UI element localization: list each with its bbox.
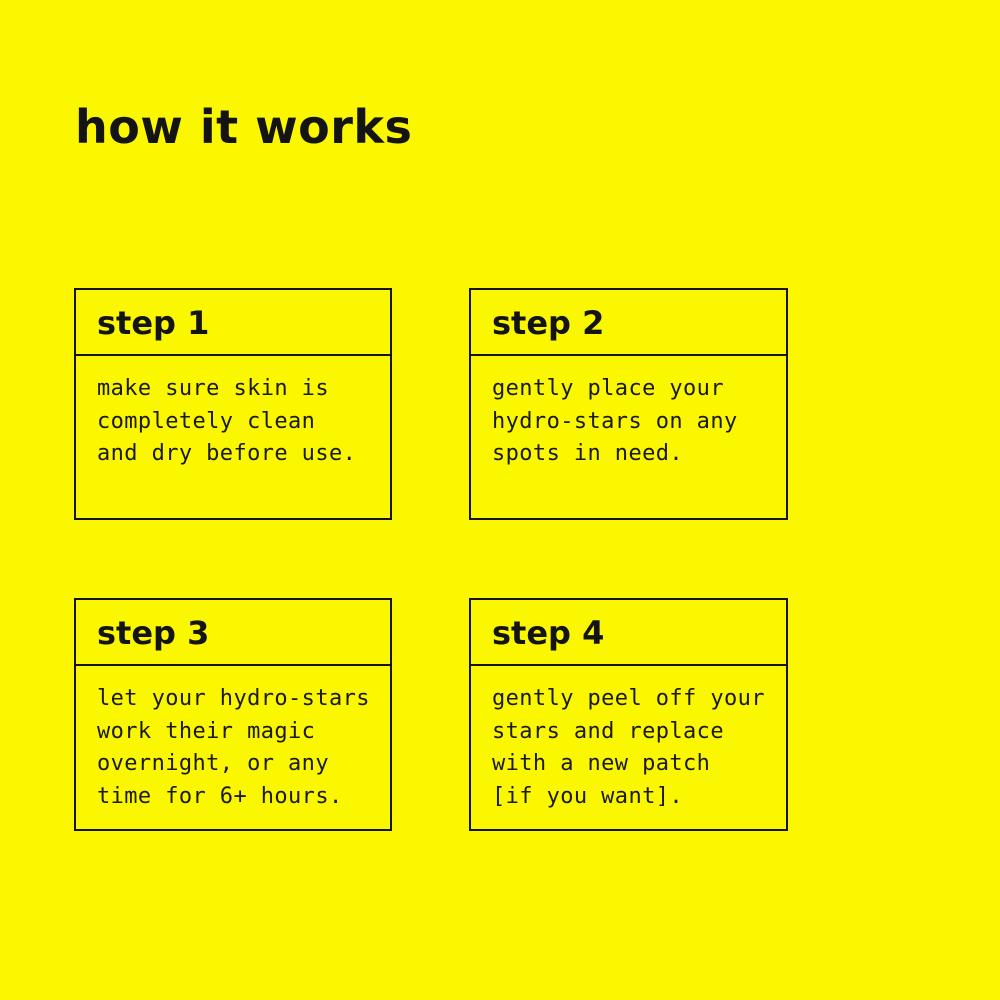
- step-card-1: step 1 make sure skin is completely clea…: [74, 288, 392, 520]
- step-4-label: step 4: [492, 614, 605, 652]
- step-card-4: step 4 gently peel off your stars and re…: [469, 598, 788, 831]
- step-card-3-header: step 3: [76, 600, 390, 666]
- step-3-description: let your hydro-stars work their magic ov…: [97, 686, 370, 809]
- step-1-description: make sure skin is completely clean and d…: [97, 376, 357, 466]
- step-card-2-header: step 2: [471, 290, 786, 356]
- step-card-3: step 3 let your hydro-stars work their m…: [74, 598, 392, 831]
- step-1-label: step 1: [97, 304, 210, 342]
- page-title: how it works: [75, 100, 413, 154]
- step-card-4-header: step 4: [471, 600, 786, 666]
- step-4-description: gently peel off your stars and replace w…: [492, 686, 765, 809]
- step-2-description: gently place your hydro-stars on any spo…: [492, 376, 738, 466]
- step-2-label: step 2: [492, 304, 605, 342]
- step-card-1-header: step 1: [76, 290, 390, 356]
- step-card-2: step 2 gently place your hydro-stars on …: [469, 288, 788, 520]
- step-3-label: step 3: [97, 614, 210, 652]
